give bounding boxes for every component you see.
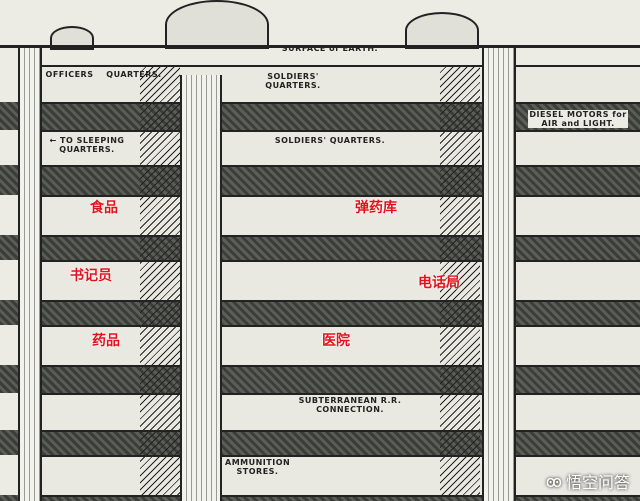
ammunition-label: AMMUNITION STORES. <box>225 458 291 476</box>
soldiers-quarters-label: SOLDIERS' QUARTERS. <box>265 72 321 90</box>
telephone-annotation: 电话局 <box>418 275 460 291</box>
elevator-shaft <box>180 75 222 501</box>
earth-layer <box>0 430 640 455</box>
food-annotation: 食品 <box>90 200 118 216</box>
watermark-logo-icon: ꙭ <box>545 471 562 491</box>
officers-label: OFFICERS <box>45 70 94 79</box>
earth-layer <box>0 235 640 260</box>
sleeping-quarters-label: ← TO SLEEPING QUARTERS. <box>49 136 125 154</box>
room <box>40 260 640 302</box>
earth-layer <box>0 495 640 501</box>
soldiers-quarters-2-label: SOLDIERS' QUARTERS. <box>274 136 386 145</box>
earth-layer <box>0 365 640 393</box>
quarters-label: QUARTERS. <box>106 70 162 79</box>
hospital-annotation: 医院 <box>322 333 350 349</box>
right-shaft <box>482 48 516 501</box>
room <box>40 195 640 237</box>
left-shaft <box>18 48 42 501</box>
dome-right <box>405 12 479 49</box>
earth-layer <box>0 300 640 325</box>
earth-layer <box>0 165 640 195</box>
ammo-depot-annotation: 弹药库 <box>355 200 397 216</box>
medicine-annotation: 药品 <box>92 333 120 349</box>
staircase <box>140 65 180 495</box>
watermark-text: 悟空问答 <box>565 473 630 492</box>
railroad-label: SUBTERRANEAN R.R. CONNECTION. <box>298 396 402 414</box>
dome-main <box>165 0 269 49</box>
surface-label: SURFACE of EARTH. <box>281 44 379 53</box>
clerk-annotation: 书记员 <box>70 268 112 284</box>
staircase <box>440 65 480 495</box>
ground-line <box>0 45 640 48</box>
diesel-motors-label: DIESEL MOTORS for AIR and LIGHT. <box>528 110 628 128</box>
